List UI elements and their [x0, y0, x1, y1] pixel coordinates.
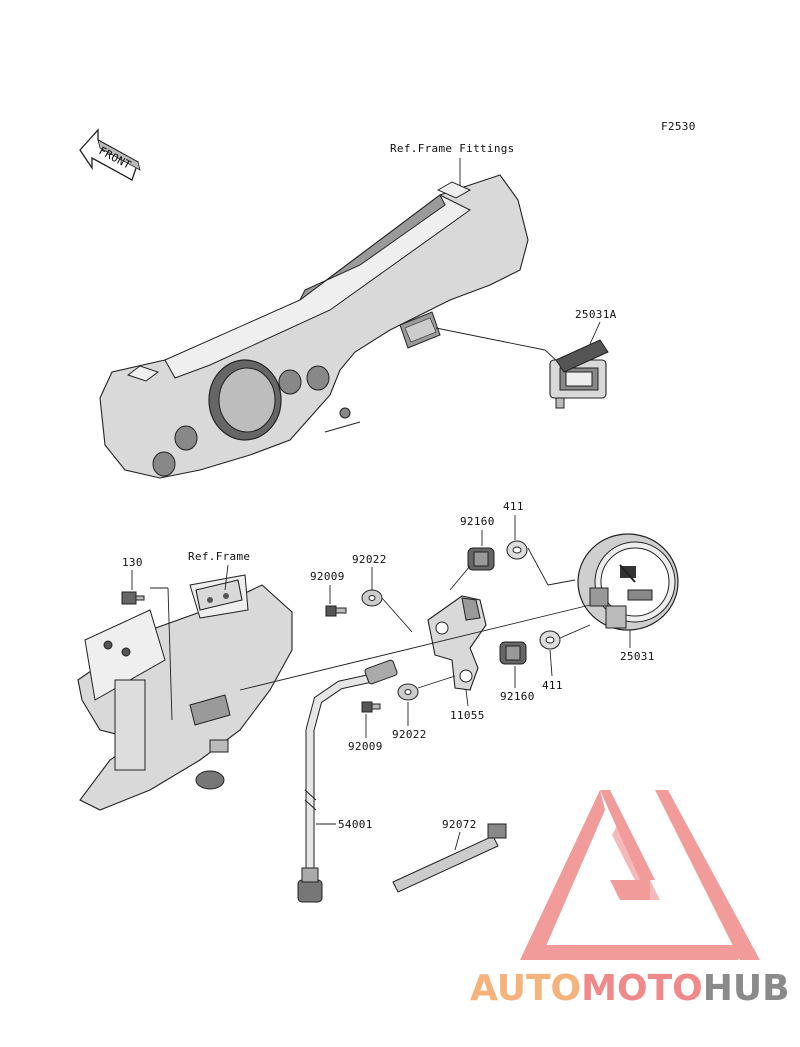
grommet-92160-bottom [499, 641, 527, 665]
grommet-92160-top [467, 547, 495, 571]
part-number-92022-bottom: 92022 [392, 728, 427, 741]
figure-id: F2530 [661, 120, 696, 133]
part-number-92160-bottom: 92160 [500, 690, 535, 703]
part-number-92009-top: 92009 [310, 570, 345, 583]
part-number-25031A: 25031A [575, 308, 617, 321]
part-number-130: 130 [122, 556, 143, 569]
part-number-92072: 92072 [442, 818, 477, 831]
watermark-moto: MOTO [581, 968, 703, 1009]
front-arrow-icon: FRONT [79, 128, 141, 181]
cable-tie-92072 [392, 823, 507, 893]
ref-frame-fittings-label: Ref.Frame Fittings [390, 142, 515, 155]
part-number-411-bottom: 411 [542, 679, 563, 692]
watermark-logo [520, 790, 760, 960]
speedometer-25031 [577, 533, 679, 631]
part-number-25031: 25031 [620, 650, 655, 663]
part-number-411-top: 411 [503, 500, 524, 513]
part-number-11055: 11055 [450, 709, 485, 722]
watermark-text: AUTOMOTOHUB [470, 968, 790, 1009]
bolt-130 [121, 591, 145, 605]
ref-frame-label: Ref.Frame [188, 550, 250, 563]
watermark-hub: HUB [703, 968, 790, 1009]
part-number-54001: 54001 [338, 818, 373, 831]
bolt-92009-bottom [361, 701, 381, 713]
indicator-light-25031A [435, 327, 609, 409]
bracket-11055 [427, 595, 487, 691]
speedometer-cable-54001 [297, 659, 398, 903]
bolt-92009-top [325, 605, 347, 617]
instrument-cowl [99, 174, 529, 479]
part-number-92160-top: 92160 [460, 515, 495, 528]
frame-assembly [77, 574, 293, 811]
part-number-92022-top: 92022 [352, 553, 387, 566]
watermark-auto: AUTO [470, 968, 581, 1009]
part-number-92009-bottom: 92009 [348, 740, 383, 753]
